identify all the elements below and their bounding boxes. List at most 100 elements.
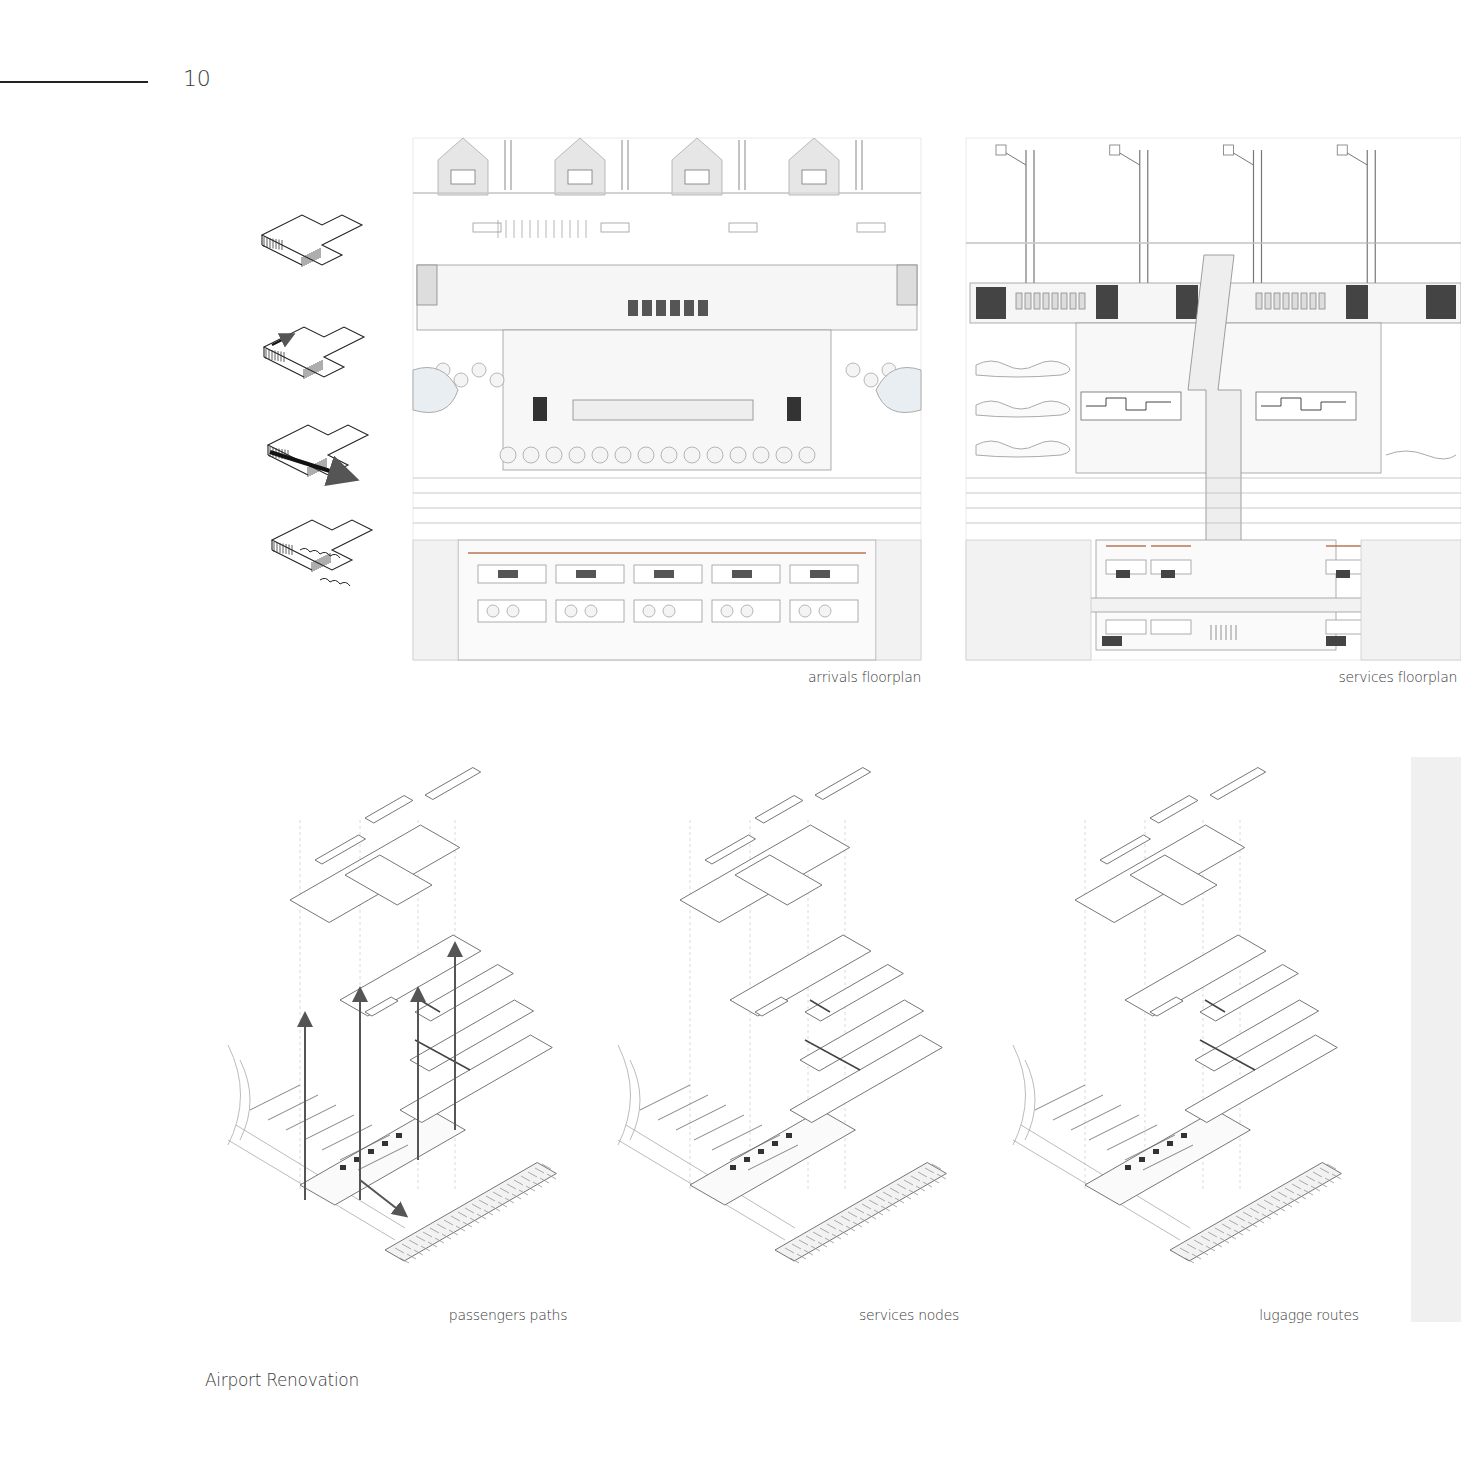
- drawing-line: [271, 540, 272, 550]
- service-node: [340, 1165, 346, 1170]
- floor-plate: [690, 1110, 855, 1205]
- drawing-line: [546, 220, 547, 238]
- drawing-line: [785, 1248, 794, 1253]
- drawing-line: [409, 1240, 418, 1245]
- floor-plate: [340, 935, 481, 1016]
- plan-block: [478, 600, 546, 622]
- drawing-line: [1292, 1184, 1301, 1189]
- side-panel: [1411, 757, 1461, 1322]
- aircraft-stand: [1110, 145, 1120, 155]
- sketch-arrow: [272, 335, 292, 345]
- drawing-line: [966, 523, 1461, 524]
- plan-block: [1102, 636, 1122, 646]
- drawing-line: [547, 1174, 556, 1179]
- plan-block: [1052, 293, 1058, 309]
- drawing-line: [804, 1250, 813, 1255]
- plan-block: [1301, 293, 1307, 309]
- drawing-line: [472, 1204, 481, 1209]
- drawing-line: [284, 352, 285, 362]
- drawing-line: [1201, 1236, 1210, 1241]
- drawing-line: [304, 369, 305, 379]
- drawing-line: [1326, 545, 1366, 546]
- drawing-line: [521, 1176, 530, 1181]
- drawing-line: [966, 243, 1461, 244]
- drawing-line: [1125, 1135, 1175, 1160]
- drawing-line: [312, 252, 313, 262]
- bus-stop: [601, 223, 629, 232]
- drawing-line: [586, 220, 587, 238]
- drawing-line: [1276, 1206, 1285, 1211]
- drawing-line: [932, 1164, 941, 1169]
- drawing-line: [514, 1180, 523, 1185]
- drawing-line: [1192, 1254, 1201, 1259]
- drawing-line: [269, 350, 270, 360]
- plan-block: [1283, 293, 1289, 309]
- drawing-line: [1185, 1258, 1194, 1263]
- drawing-line: [881, 1206, 890, 1211]
- drawing-line: [304, 1115, 354, 1140]
- plan-block: [1061, 293, 1067, 309]
- drawing-line: [739, 140, 740, 190]
- drawing-line: [415, 1040, 470, 1070]
- drawing-line: [267, 445, 268, 455]
- aircraft-stand: [802, 170, 826, 184]
- drawing-line: [570, 220, 571, 238]
- drawing-line: [542, 1164, 551, 1169]
- drawing-line: [270, 238, 271, 248]
- drawing-line: [554, 220, 555, 238]
- tree-symbol: [864, 373, 878, 387]
- plan-block: [1256, 392, 1356, 420]
- aircraft-stand: [451, 170, 475, 184]
- figure-label: arrivals floorplan: [808, 669, 921, 685]
- floor-plate: [385, 1163, 556, 1262]
- plan-block: [634, 565, 702, 583]
- sketch-squiggle: [320, 578, 350, 586]
- drawing-line: [267, 238, 268, 248]
- floor-plate: [790, 1035, 942, 1123]
- drawing-line: [263, 347, 264, 357]
- path-arrow: [359, 990, 361, 1200]
- drawing-line: [1250, 1208, 1259, 1213]
- drawing-line: [825, 1238, 834, 1243]
- drawing-line: [1262, 1214, 1271, 1219]
- drawing-line: [562, 220, 563, 238]
- drawing-line: [925, 1168, 934, 1173]
- floor-plate: [1075, 825, 1245, 923]
- floor-plate: [755, 997, 788, 1016]
- parking-block: [1096, 540, 1336, 650]
- drawing-line: [1199, 1250, 1208, 1255]
- drawing-line: [1035, 1085, 1085, 1110]
- drawing-line: [911, 1176, 920, 1181]
- plan-block: [897, 265, 917, 305]
- drawing-line: [806, 1236, 815, 1241]
- drawing-line: [1306, 1176, 1315, 1181]
- tree-symbol: [569, 447, 585, 463]
- drawing-line: [1313, 1172, 1322, 1177]
- plan-block: [1043, 293, 1049, 309]
- drawing-line: [278, 351, 279, 361]
- plan-outline: [876, 540, 921, 660]
- tree-symbol: [643, 605, 655, 617]
- drawing-line: [306, 368, 307, 378]
- tree-symbol: [663, 605, 675, 617]
- drawing-line: [1033, 150, 1034, 285]
- drawing-line: [413, 478, 921, 479]
- drawing-line: [1206, 1246, 1215, 1251]
- figure-label: services nodes: [859, 1307, 959, 1323]
- drawing-line: [1297, 1194, 1306, 1199]
- massing-sketch: [264, 327, 364, 377]
- drawing-line: [413, 193, 921, 194]
- drawing-line: [1257, 1204, 1266, 1209]
- drawing-line: [694, 1115, 744, 1140]
- drawing-line: [897, 1184, 906, 1189]
- floor-plate: [730, 935, 871, 1016]
- drawing-line: [966, 243, 1461, 244]
- plan-block: [1292, 293, 1298, 309]
- drawing-line: [484, 1210, 493, 1215]
- concept-sketches: [262, 215, 372, 586]
- drawing-line: [790, 1258, 799, 1263]
- drawing-line: [418, 820, 419, 1190]
- drawing-line: [1089, 1115, 1139, 1140]
- drawing-line: [1234, 1230, 1243, 1235]
